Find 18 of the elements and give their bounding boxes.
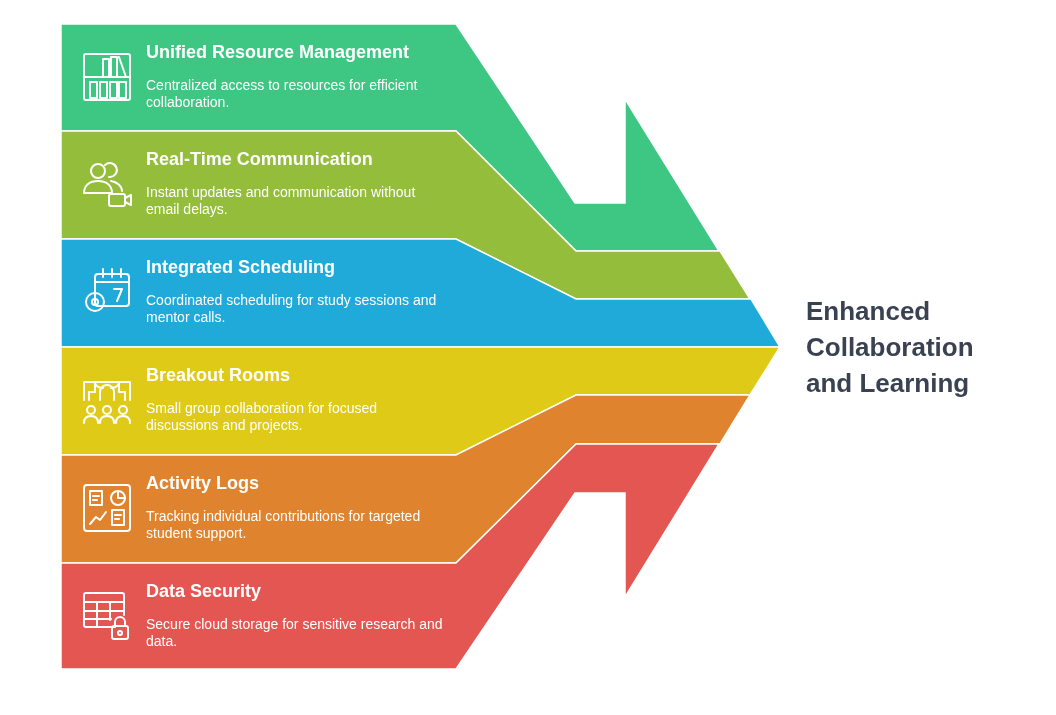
band-description: Small group collaboration for focused discussions and projects. bbox=[146, 400, 379, 434]
band-description: Centralized access to resources for efficient collaboration. bbox=[146, 77, 419, 111]
band-description: Tracking individual contributions for targeted student support. bbox=[146, 508, 422, 542]
band-heading: Integrated Scheduling bbox=[146, 257, 336, 278]
arrow-band bbox=[61, 24, 719, 251]
band-heading: Breakout Rooms bbox=[146, 365, 291, 386]
arrow-band bbox=[61, 239, 780, 347]
outcome-label: Enhanced Collaboration and Learning bbox=[806, 295, 975, 400]
band-heading: Real-Time Communication bbox=[146, 149, 373, 170]
band-description: Secure cloud storage for sensitive research and data. bbox=[146, 616, 444, 650]
band-heading: Data Security bbox=[146, 581, 262, 602]
band-heading: Activity Logs bbox=[146, 473, 260, 494]
band-description: Coordinated scheduling for study sessions and mentor calls. bbox=[146, 292, 438, 326]
band-heading: Unified Resource Management bbox=[146, 42, 410, 63]
arrow-band bbox=[61, 347, 780, 455]
band-description: Instant updates and communication without email delays. bbox=[146, 184, 417, 218]
arrow-band bbox=[61, 395, 750, 563]
arrow-band bbox=[61, 444, 719, 669]
